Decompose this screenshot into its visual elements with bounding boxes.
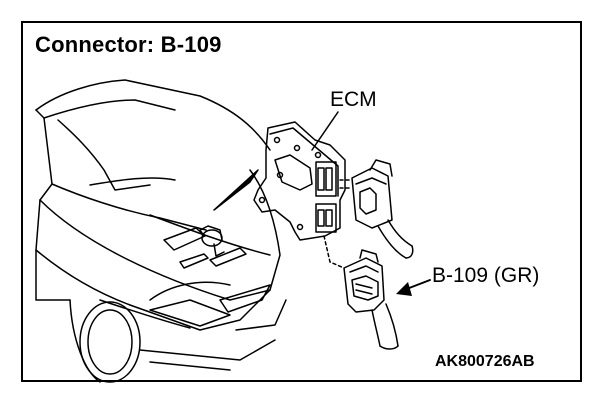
- pointer-wedge: [213, 169, 259, 211]
- connector-arrow: [396, 279, 431, 296]
- b109-connector: [323, 235, 399, 350]
- figure-code: AK800726AB: [435, 353, 535, 370]
- ecm-label: ECM: [330, 88, 377, 111]
- diagram-title: Connector: B-109: [35, 32, 222, 57]
- ecm-leader-line: [311, 111, 339, 151]
- car-illustration: [35, 79, 287, 383]
- upper-connector: [339, 159, 414, 259]
- ecm-unit: [253, 121, 346, 241]
- connector-label: B-109 (GR): [432, 264, 540, 287]
